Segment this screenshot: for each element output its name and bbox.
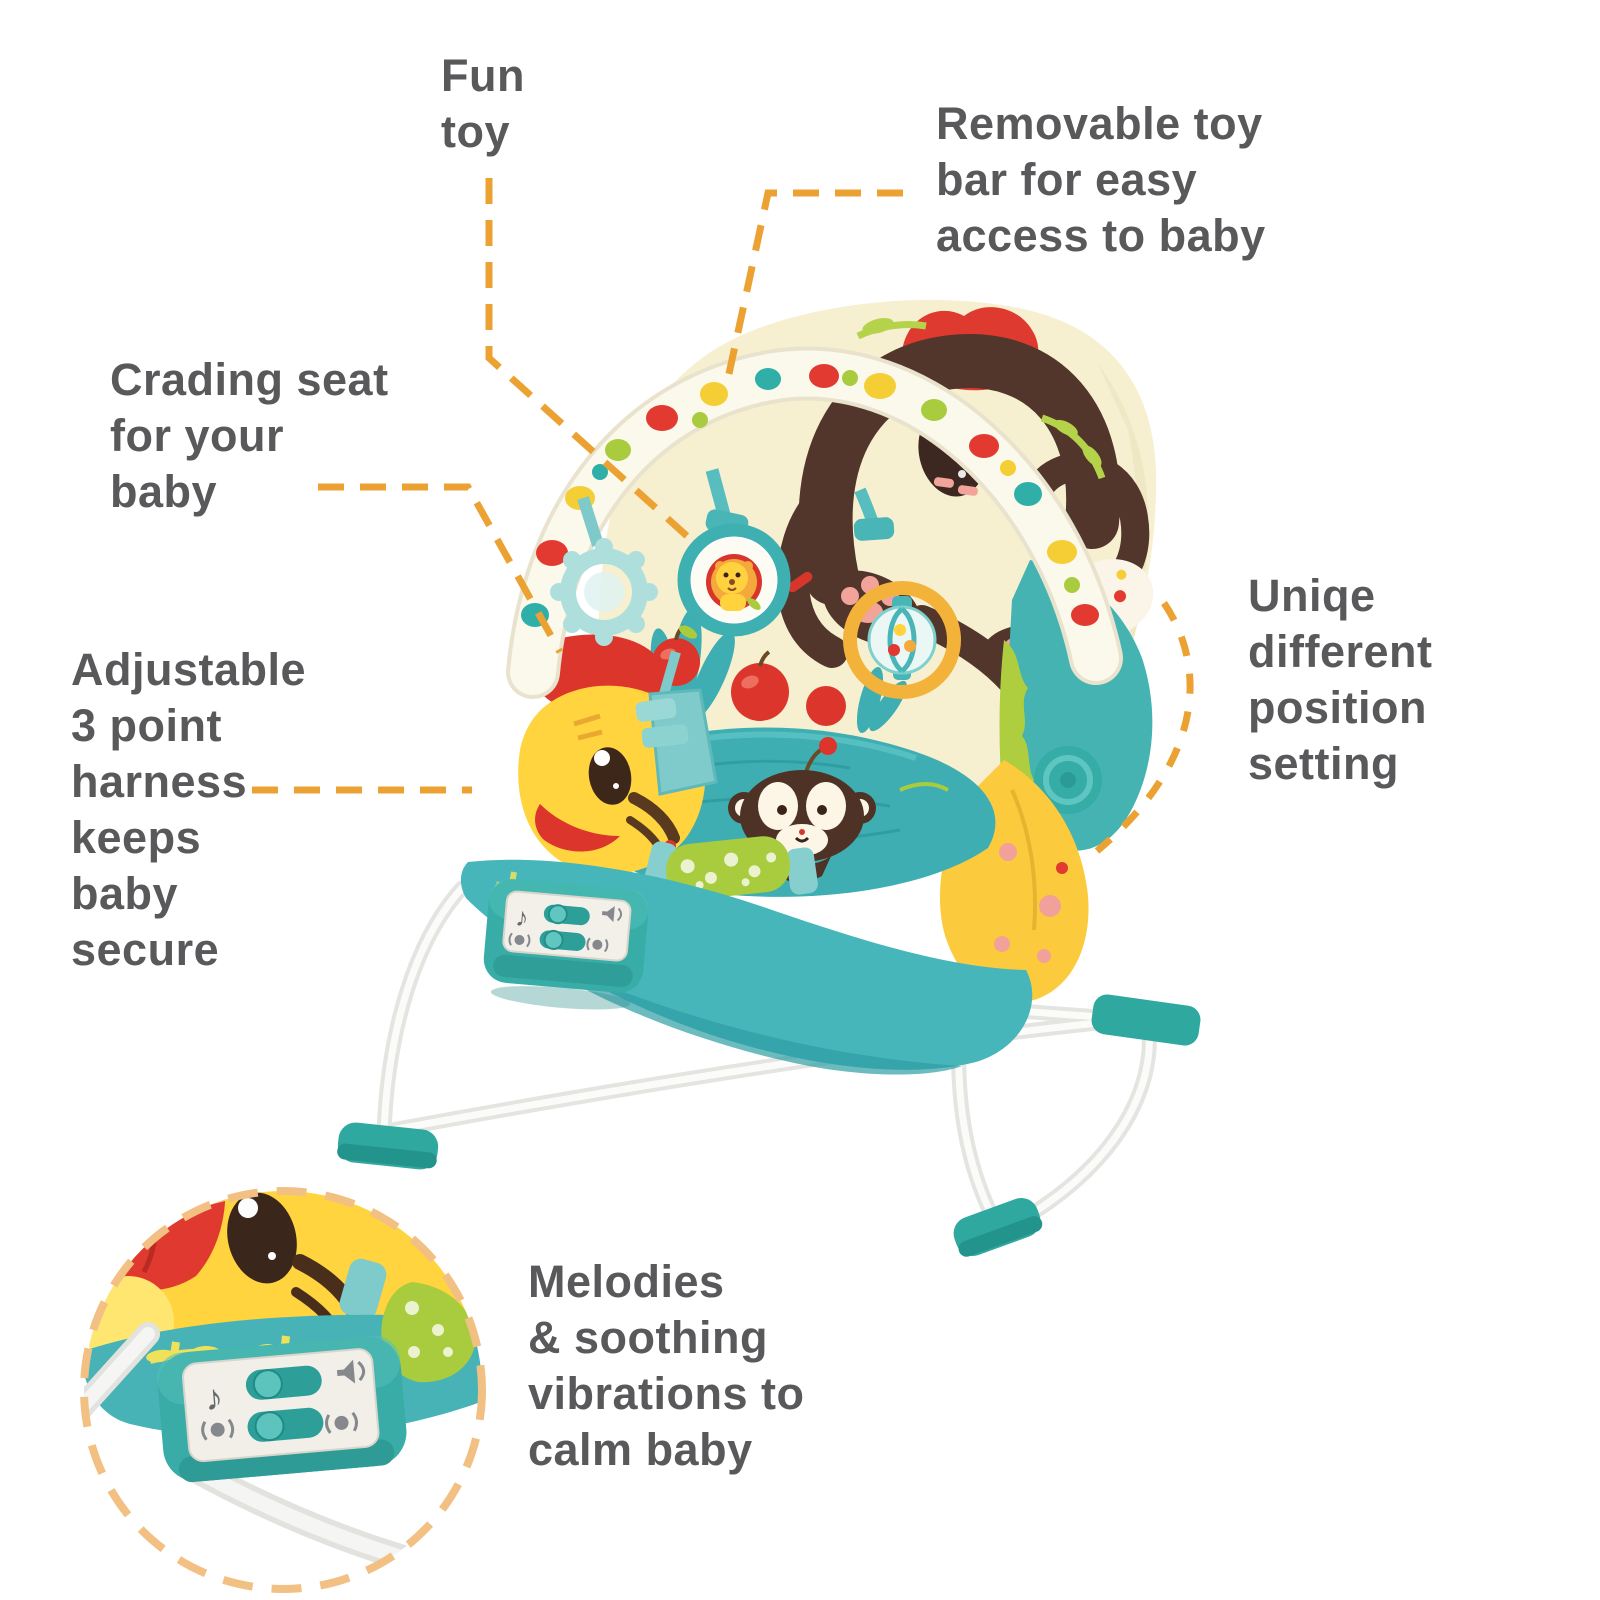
vibration-icon — [508, 932, 531, 948]
seat-duck-print — [518, 634, 706, 875]
harness-strap — [635, 650, 718, 796]
rattle-toy[interactable] — [843, 487, 961, 699]
leader-removable-bar — [723, 189, 903, 384]
frame-clamp-right — [1091, 994, 1201, 1046]
music-slider[interactable] — [245, 1364, 323, 1401]
label-melodies: Melodies & soothing vibrations to calm b… — [528, 1256, 805, 1475]
label-fun-toy: Fun toy — [441, 50, 525, 157]
frame-foot-left — [337, 1122, 439, 1170]
leader-cradling-seat — [318, 483, 564, 654]
vibration-slider[interactable] — [246, 1407, 324, 1444]
vibration-slider[interactable] — [539, 929, 586, 952]
frame-foot-rear — [953, 1197, 1043, 1257]
speaker-icon — [601, 906, 623, 923]
recline-knob — [1034, 746, 1102, 814]
vibration-icon — [201, 1418, 235, 1441]
label-removable-toy-bar: Removable toy bar for easy access to bab… — [936, 98, 1266, 261]
seat-pillow — [644, 836, 818, 900]
lion-toy[interactable] — [677, 468, 791, 637]
inset-detail: ♪ — [80, 1187, 486, 1593]
toy-bar-dots — [521, 364, 1099, 627]
label-position-setting: Uniqe different position setting — [1248, 570, 1433, 789]
vibration-icon — [325, 1411, 358, 1434]
leader-lines — [252, 178, 1194, 854]
leader-position-setting — [1094, 601, 1194, 854]
music-note-icon: ♪ — [514, 902, 530, 933]
leader-fun-toy — [485, 178, 700, 548]
inset-circle-border — [80, 1187, 486, 1593]
label-cradling-seat: Crading seat for your baby — [110, 354, 389, 517]
speaker-icon — [336, 1359, 366, 1384]
label-harness: Adjustable 3 point harness keeps baby se… — [71, 644, 307, 975]
control-panel: ♪ — [483, 878, 649, 1010]
teether-toy[interactable] — [550, 496, 658, 646]
inset-control-panel: ♪ — [157, 1335, 407, 1483]
toy-bar — [506, 346, 1123, 699]
vibration-icon — [586, 937, 609, 953]
music-note-icon: ♪ — [203, 1376, 225, 1418]
music-slider[interactable] — [543, 904, 590, 926]
